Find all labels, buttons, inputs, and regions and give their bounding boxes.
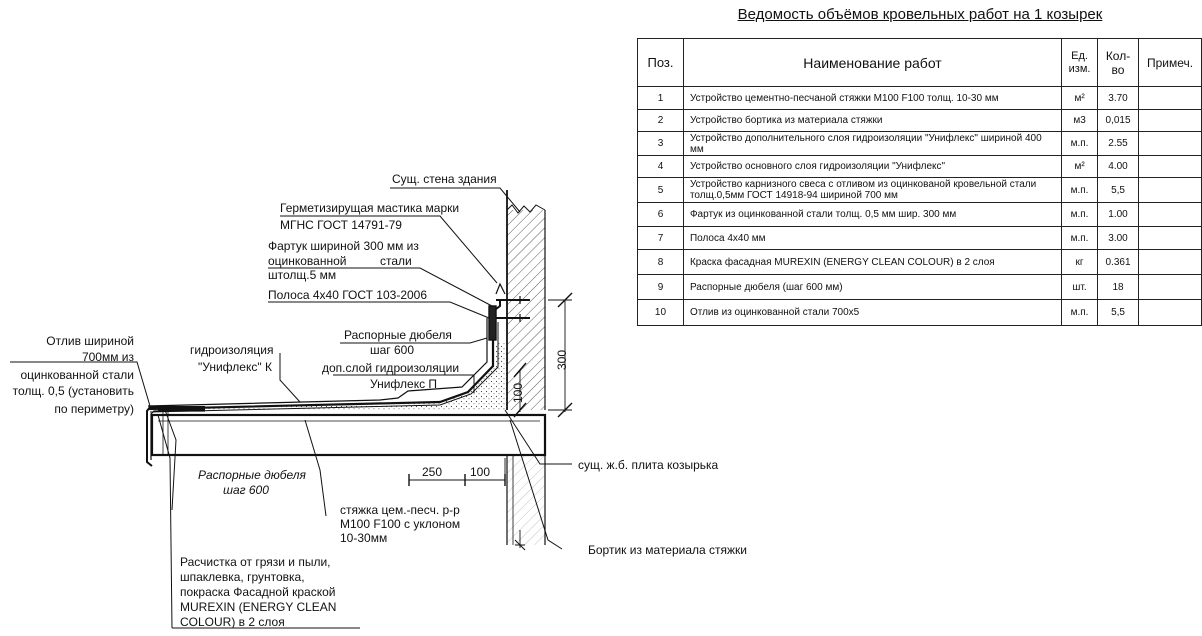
cell-note bbox=[1138, 131, 1202, 156]
cell-name: Распорные дюбеля (шаг 600 мм) bbox=[682, 274, 1063, 300]
label-apron-2b: стали bbox=[380, 254, 412, 268]
label-strip: Полоса 4х40 ГОСТ 103-2006 bbox=[268, 288, 428, 302]
cell-pos: 9 bbox=[637, 274, 684, 300]
cell-note bbox=[1138, 202, 1202, 227]
waterproofing-layers bbox=[147, 318, 499, 413]
dim-100-vertical: 100 bbox=[511, 382, 525, 403]
label-slab: сущ. ж.б. плита козырька bbox=[578, 458, 719, 472]
label-clean-2: шпаклевка, грунтовка, bbox=[180, 570, 305, 584]
drip-edge bbox=[146, 405, 205, 467]
label-screed-2: М100 F100 с уклоном bbox=[340, 517, 461, 531]
dim-100-horizontal: 100 bbox=[470, 465, 491, 479]
label-drip-1: Отлив шириной bbox=[46, 334, 134, 348]
sheet-title: Ведомость объёмов кровельных работ на 1 … bbox=[737, 6, 1103, 23]
label-drip-2: 700мм из bbox=[81, 350, 134, 364]
label-sealant-2: МГНС ГОСТ 14791-79 bbox=[280, 218, 402, 232]
label-clean-4: MUREXIN (ENERGY CLEAN bbox=[180, 600, 337, 614]
header-unit-line2: изм. bbox=[1068, 62, 1091, 75]
cell-unit: м.п. bbox=[1061, 177, 1099, 203]
cell-qty: 1.00 bbox=[1097, 202, 1139, 227]
existing-wall bbox=[506, 190, 546, 545]
label-drip-5: по периметру) bbox=[54, 402, 134, 416]
cell-unit: шт. bbox=[1061, 274, 1099, 300]
cell-qty: 5,5 bbox=[1097, 299, 1139, 326]
leader-lines bbox=[10, 187, 572, 629]
cell-note bbox=[1138, 249, 1202, 275]
header-name: Наименование работ bbox=[682, 38, 1063, 87]
label-dowels-1: Распорные дюбеля bbox=[344, 328, 452, 342]
label-clean-1: Расчистка от грязи и пыли, bbox=[180, 555, 331, 569]
label-sealant-1: Герметизирущая мастика марки bbox=[280, 201, 460, 215]
label-addlayer-2: Унифлекс П bbox=[370, 377, 438, 391]
label-clean-5: COLOUR) в 2 слоя bbox=[180, 615, 285, 629]
cell-name: Полоса 4х40 мм bbox=[682, 226, 1063, 250]
dimension-lines bbox=[408, 292, 573, 548]
cell-unit: м.п. bbox=[1061, 299, 1099, 326]
section-cut-marks bbox=[514, 539, 526, 551]
cell-name: Устройство дополнительного слоя гидроизо… bbox=[682, 131, 1063, 156]
header-unit-line1: Ед. bbox=[1071, 49, 1088, 62]
work-volume-table: Поз. Наименование работ Ед.изм. Кол-во П… bbox=[637, 38, 1202, 326]
cell-note bbox=[1138, 299, 1202, 326]
header-unit: Ед.изм. bbox=[1061, 38, 1099, 87]
label-wall: Сущ. стена здания bbox=[392, 172, 497, 186]
label-screed-3: 10-30мм bbox=[340, 531, 388, 545]
label-apron-2a: оцинкованной bbox=[268, 254, 347, 268]
cell-name: Отлив из оцинкованной стали 700х5 bbox=[682, 299, 1063, 326]
dim-250: 250 bbox=[422, 465, 443, 479]
label-dowels-low-1: Распорные дюбеля bbox=[198, 468, 306, 482]
cell-name: Устройство цементно-песчаной стяжки М100… bbox=[682, 86, 1063, 110]
cell-name: Фартук из оцинкованной стали толщ. 0,5 м… bbox=[682, 202, 1063, 227]
dim-300: 300 bbox=[555, 349, 569, 370]
cell-pos: 1 bbox=[637, 86, 684, 110]
label-waterproof-1: гидроизоляция bbox=[190, 343, 274, 357]
label-waterproof-2: "Унифлекс" К bbox=[198, 360, 272, 374]
concrete-slab bbox=[150, 413, 547, 457]
label-apron-1: Фартук шириной 300 мм из bbox=[268, 239, 419, 253]
cell-name: Краска фасадная MUREXIN (ENERGY CLEAN CO… bbox=[682, 249, 1063, 275]
label-dowels-2: шаг 600 bbox=[370, 343, 415, 357]
label-apron-3: штолщ.5 мм bbox=[268, 268, 337, 282]
cell-unit: м.п. bbox=[1061, 131, 1099, 156]
cell-pos: 10 bbox=[637, 299, 684, 326]
table-header-row: Поз. Наименование работ Ед.изм. Кол-во П… bbox=[637, 38, 1202, 87]
cell-qty: 2.55 bbox=[1097, 131, 1139, 156]
label-drip-4: толщ. 0,5 (установить bbox=[12, 384, 134, 398]
cell-unit: кг bbox=[1061, 249, 1099, 275]
cell-pos: 5 bbox=[637, 177, 684, 203]
label-screed-1: стяжка цем.-песч. р-р bbox=[340, 503, 460, 517]
apron-and-strip bbox=[488, 282, 530, 341]
label-dowels-low-2: шаг 600 bbox=[223, 483, 269, 497]
label-drip-3: оцинкованной стали bbox=[20, 368, 134, 382]
screed-layer bbox=[160, 343, 507, 410]
label-clean-3: покраска Фасадной краской bbox=[180, 585, 336, 599]
label-curb: Бортик из материала стяжки bbox=[588, 543, 748, 557]
label-addlayer-1: доп.слой гидроизоляции bbox=[322, 361, 460, 375]
cell-pos: 3 bbox=[637, 131, 684, 156]
header-note: Примеч. bbox=[1138, 38, 1202, 87]
